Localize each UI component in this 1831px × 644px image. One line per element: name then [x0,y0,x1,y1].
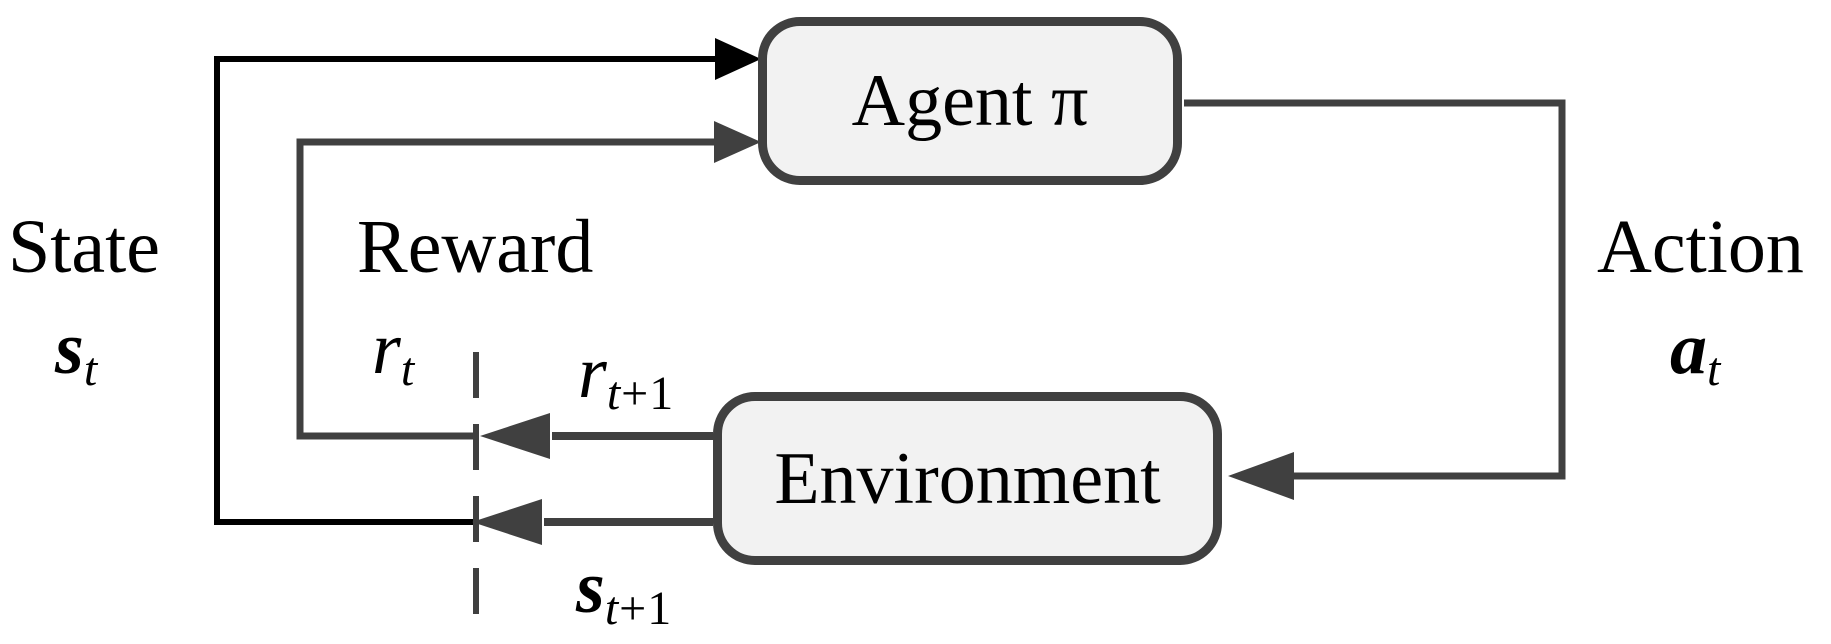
reward-feedback-line [296,138,748,440]
reward-next-symbol-base: r [578,332,607,414]
state-symbol: st [55,312,98,394]
reward-symbol-base: r [372,308,401,390]
agent-box-label: Agent π [851,60,1089,142]
environment-box: Environment [713,392,1222,565]
reward-into-agent-arrowhead [714,121,761,163]
state-next-symbol: st+1 [576,551,672,633]
state-into-agent-arrowhead [715,38,761,80]
action-line [1184,99,1566,480]
reward-next-subscript-op: +1 [621,367,675,420]
state-label: State [8,205,160,289]
action-label: Action [1597,205,1804,289]
state-next-subscript-op: +1 [619,582,673,635]
reward-next-symbol: rt+1 [578,336,674,418]
reward-boundary-arrowhead [480,413,550,459]
environment-box-label: Environment [774,437,1161,520]
reward-symbol: rt [372,312,415,394]
state-boundary-arrowhead [472,499,542,545]
reward-symbol-subscript: t [400,343,416,396]
state-symbol-subscript: t [83,343,99,396]
state-feedback-line [214,56,748,525]
reward-label: Reward [357,205,594,289]
action-symbol-subscript: t [1707,343,1722,396]
state-next-symbol-base: s [576,547,605,629]
action-symbol: at [1670,312,1721,394]
action-symbol-base: a [1670,308,1707,390]
reward-next-subscript-var: t [606,367,622,420]
agent-box: Agent π [758,17,1182,185]
state-next-subscript-var: t [604,582,620,635]
state-symbol-base: s [55,308,84,390]
action-into-environment-arrowhead [1228,452,1294,500]
